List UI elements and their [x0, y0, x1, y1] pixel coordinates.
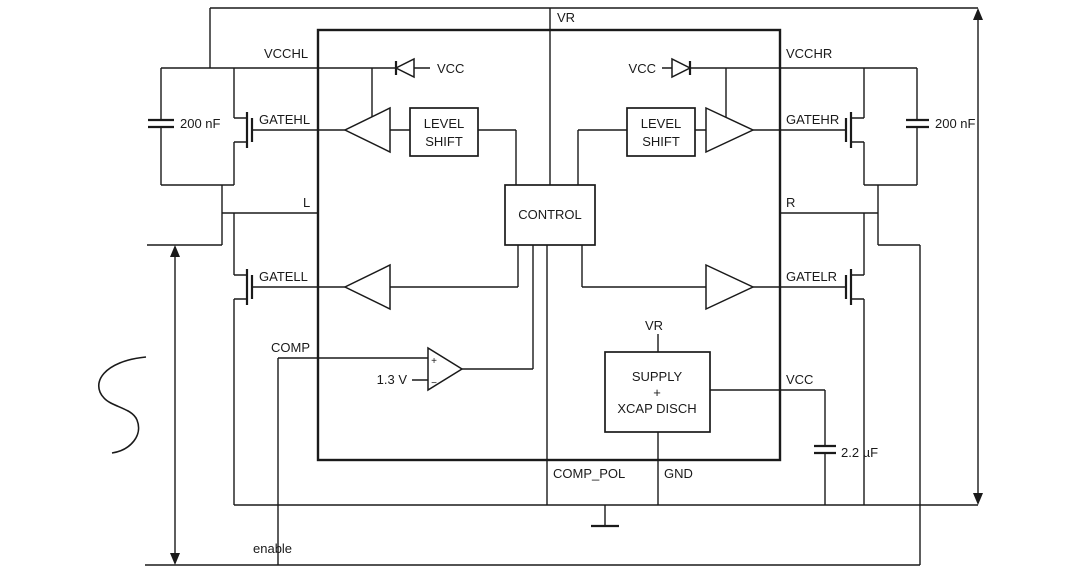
gatell-label: GATELL: [259, 269, 308, 284]
voltage-arrow-right: [973, 8, 983, 505]
control-label: CONTROL: [518, 207, 582, 222]
chip-outline: [316, 28, 782, 462]
comparator-minus-sign: −: [431, 378, 437, 389]
diode-right-icon: [671, 57, 692, 79]
voltage-arrow-left: [170, 245, 180, 565]
comparator-icon: [427, 346, 464, 392]
comparator-plus-sign: +: [431, 356, 437, 367]
level-shift-left-label-2: SHIFT: [425, 134, 463, 149]
driver-upper-left-icon: [343, 106, 391, 154]
left-external-wiring: [147, 67, 318, 565]
mosfet-upper-right-icon: [844, 112, 853, 148]
top-rail-wiring: [209, 7, 978, 185]
comp-pol-label: COMP_POL: [553, 466, 625, 481]
r-pin-label: R: [786, 195, 795, 210]
internal-wiring: [318, 67, 780, 526]
comp-label: COMP: [271, 340, 310, 355]
capacitor-bulk-icon: [814, 444, 836, 455]
arrow-up-icon: [973, 8, 983, 20]
capacitor-right-icon: [906, 118, 929, 129]
gatelr-label: GATELR: [786, 269, 837, 284]
supply-xcap-block: [604, 351, 711, 433]
vcc-internal-right-label: VCC: [629, 61, 656, 76]
gatehl-label: GATEHL: [259, 112, 310, 127]
driver-lower-right-icon: [705, 263, 755, 311]
cap-bulk-value: 2.2 µF: [841, 445, 878, 460]
vcc-internal-left-label: VCC: [437, 61, 464, 76]
enable-label: enable: [253, 541, 292, 556]
level-shift-right-label-1: LEVEL: [641, 116, 681, 131]
arrow-down-icon: [973, 493, 983, 505]
level-shift-right-block: [626, 107, 696, 157]
driver-lower-left-icon: [343, 263, 391, 311]
bottom-rail-wiring: [145, 504, 978, 566]
right-external-wiring: [780, 67, 921, 565]
sine-wave-icon: [98, 356, 147, 454]
mosfet-lower-left-icon: [245, 269, 254, 305]
gatehr-label: GATEHR: [786, 112, 839, 127]
level-shift-right-label-2: SHIFT: [642, 134, 680, 149]
diode-left-icon: [394, 57, 415, 79]
mosfet-lower-right-icon: [844, 269, 853, 305]
l-pin-label: L: [303, 195, 310, 210]
vcchl-label: VCCHL: [264, 46, 308, 61]
supply-label-3: XCAP DISCH: [617, 401, 696, 416]
level-shift-left-block: [409, 107, 479, 157]
vcc-pin-label: VCC: [786, 372, 813, 387]
cap-left-value: 200 nF: [180, 116, 221, 131]
ref-voltage-label: 1.3 V: [377, 372, 408, 387]
gnd-label: GND: [664, 466, 693, 481]
level-shift-left-label-1: LEVEL: [424, 116, 464, 131]
supply-label-1: SUPPLY: [632, 369, 683, 384]
mosfet-upper-left-icon: [245, 112, 254, 148]
arrow-up-icon: [170, 245, 180, 257]
arrow-down-icon: [170, 553, 180, 565]
cap-right-value: 200 nF: [935, 116, 976, 131]
capacitor-left-icon: [148, 118, 174, 129]
supply-label-2: +: [653, 385, 661, 400]
driver-upper-right-icon: [705, 106, 755, 154]
supply-vr-label: VR: [645, 318, 663, 333]
vr-top-label: VR: [557, 10, 575, 25]
control-block: [504, 184, 596, 246]
vcchr-label: VCCHR: [786, 46, 832, 61]
